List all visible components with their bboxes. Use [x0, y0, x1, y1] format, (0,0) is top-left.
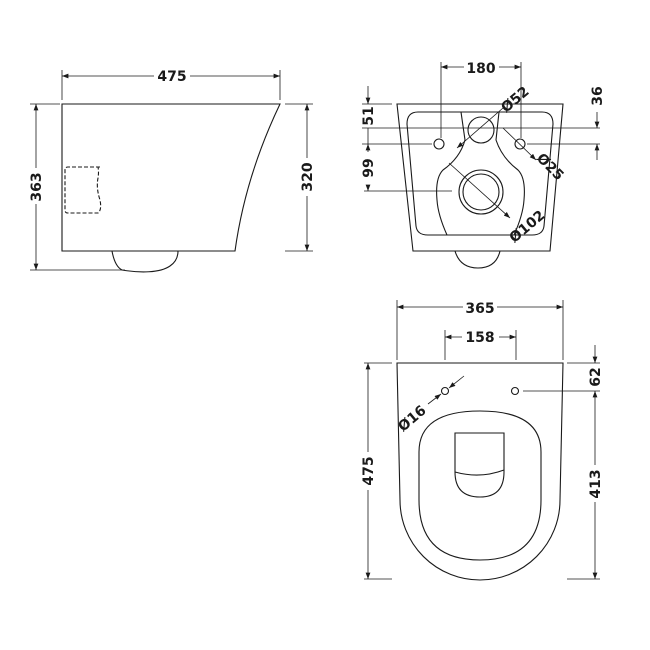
back-recess	[436, 111, 525, 236]
inlet-circle	[467, 116, 495, 144]
fixing-hole-right	[514, 138, 526, 150]
fixing-diameter-label: Ø25	[533, 150, 567, 184]
fixing-spacing-label: 180	[466, 61, 495, 77]
top-view: 365 158 475 62 413 Ø16	[361, 300, 604, 581]
top-outline	[396, 362, 564, 581]
side-view: 475 363 320	[29, 69, 316, 273]
outlet-offset-label: 99	[361, 158, 377, 177]
outlet-ring-outer	[458, 169, 504, 215]
outlet-diameter-label: Ø102	[507, 208, 549, 247]
fixing-offset-label: 36	[590, 86, 606, 105]
fixing-to-front-label: 413	[588, 469, 604, 498]
back-inner-outline	[406, 111, 554, 236]
inlet-diameter-label: Ø52	[498, 84, 532, 116]
inlet-offset-label: 51	[361, 106, 377, 125]
seat-fixing-spacing-label: 158	[465, 330, 494, 346]
fixing-hole-left	[433, 138, 445, 150]
seat-fixing-hole-right	[510, 386, 520, 396]
bowl-opening	[454, 432, 505, 498]
top-width-label: 365	[465, 301, 494, 317]
side-body-height-label: 320	[300, 162, 316, 191]
seat-fixing-offset-label: 62	[588, 367, 604, 386]
seat-outline	[418, 410, 542, 561]
side-width-label: 475	[157, 69, 186, 85]
back-outline	[396, 103, 564, 252]
side-inlet-hidden	[64, 166, 102, 214]
seat-fixing-hole-left	[440, 386, 450, 396]
side-outlet	[111, 250, 179, 273]
side-overall-height-label: 363	[29, 172, 45, 201]
top-length-label: 475	[361, 456, 377, 485]
back-outlet-bottom	[454, 250, 501, 269]
back-view: 180 51 99 36 Ø52 Ø25 Ø102	[361, 61, 606, 269]
side-profile	[61, 103, 281, 252]
outlet-ring-inner	[462, 173, 500, 211]
